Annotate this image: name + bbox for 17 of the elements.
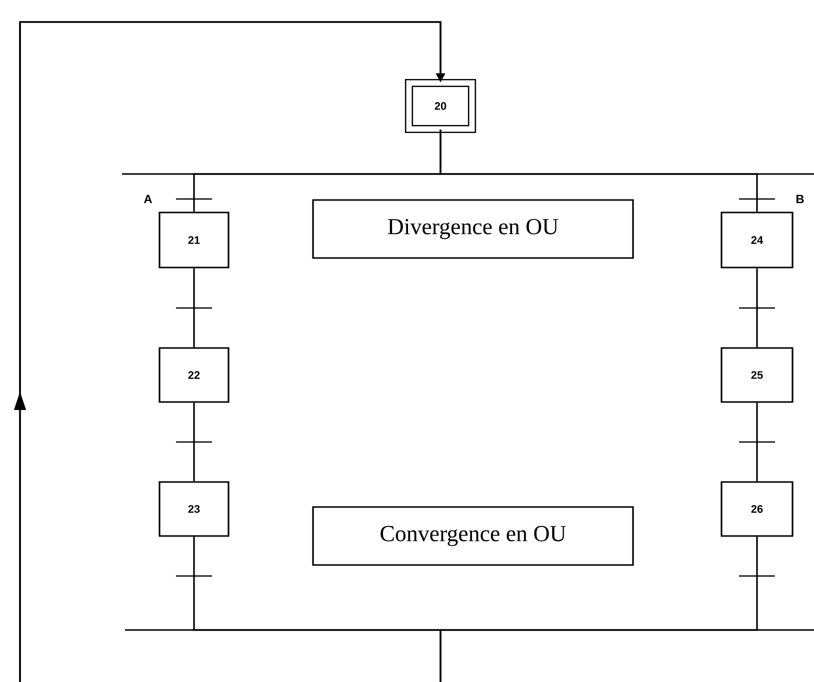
note-box: Divergence en OU bbox=[312, 199, 634, 259]
step-box: 26 bbox=[720, 481, 794, 537]
link-line bbox=[756, 402, 758, 482]
link-line bbox=[756, 268, 758, 348]
transition-label: B bbox=[796, 194, 804, 204]
step-box: 21 bbox=[158, 212, 230, 268]
loop-arrow bbox=[14, 21, 758, 682]
link-line bbox=[193, 268, 195, 348]
step-box: 22 bbox=[158, 347, 230, 403]
note-box: Convergence en OU bbox=[312, 506, 634, 566]
link-line bbox=[193, 402, 195, 482]
step-box: 23 bbox=[158, 481, 230, 537]
step-box: 25 bbox=[720, 347, 794, 403]
transition-label: A bbox=[144, 194, 152, 204]
initial-step-box: 20 bbox=[404, 78, 476, 134]
link-line bbox=[440, 130, 758, 212]
step-box: 24 bbox=[720, 212, 794, 268]
